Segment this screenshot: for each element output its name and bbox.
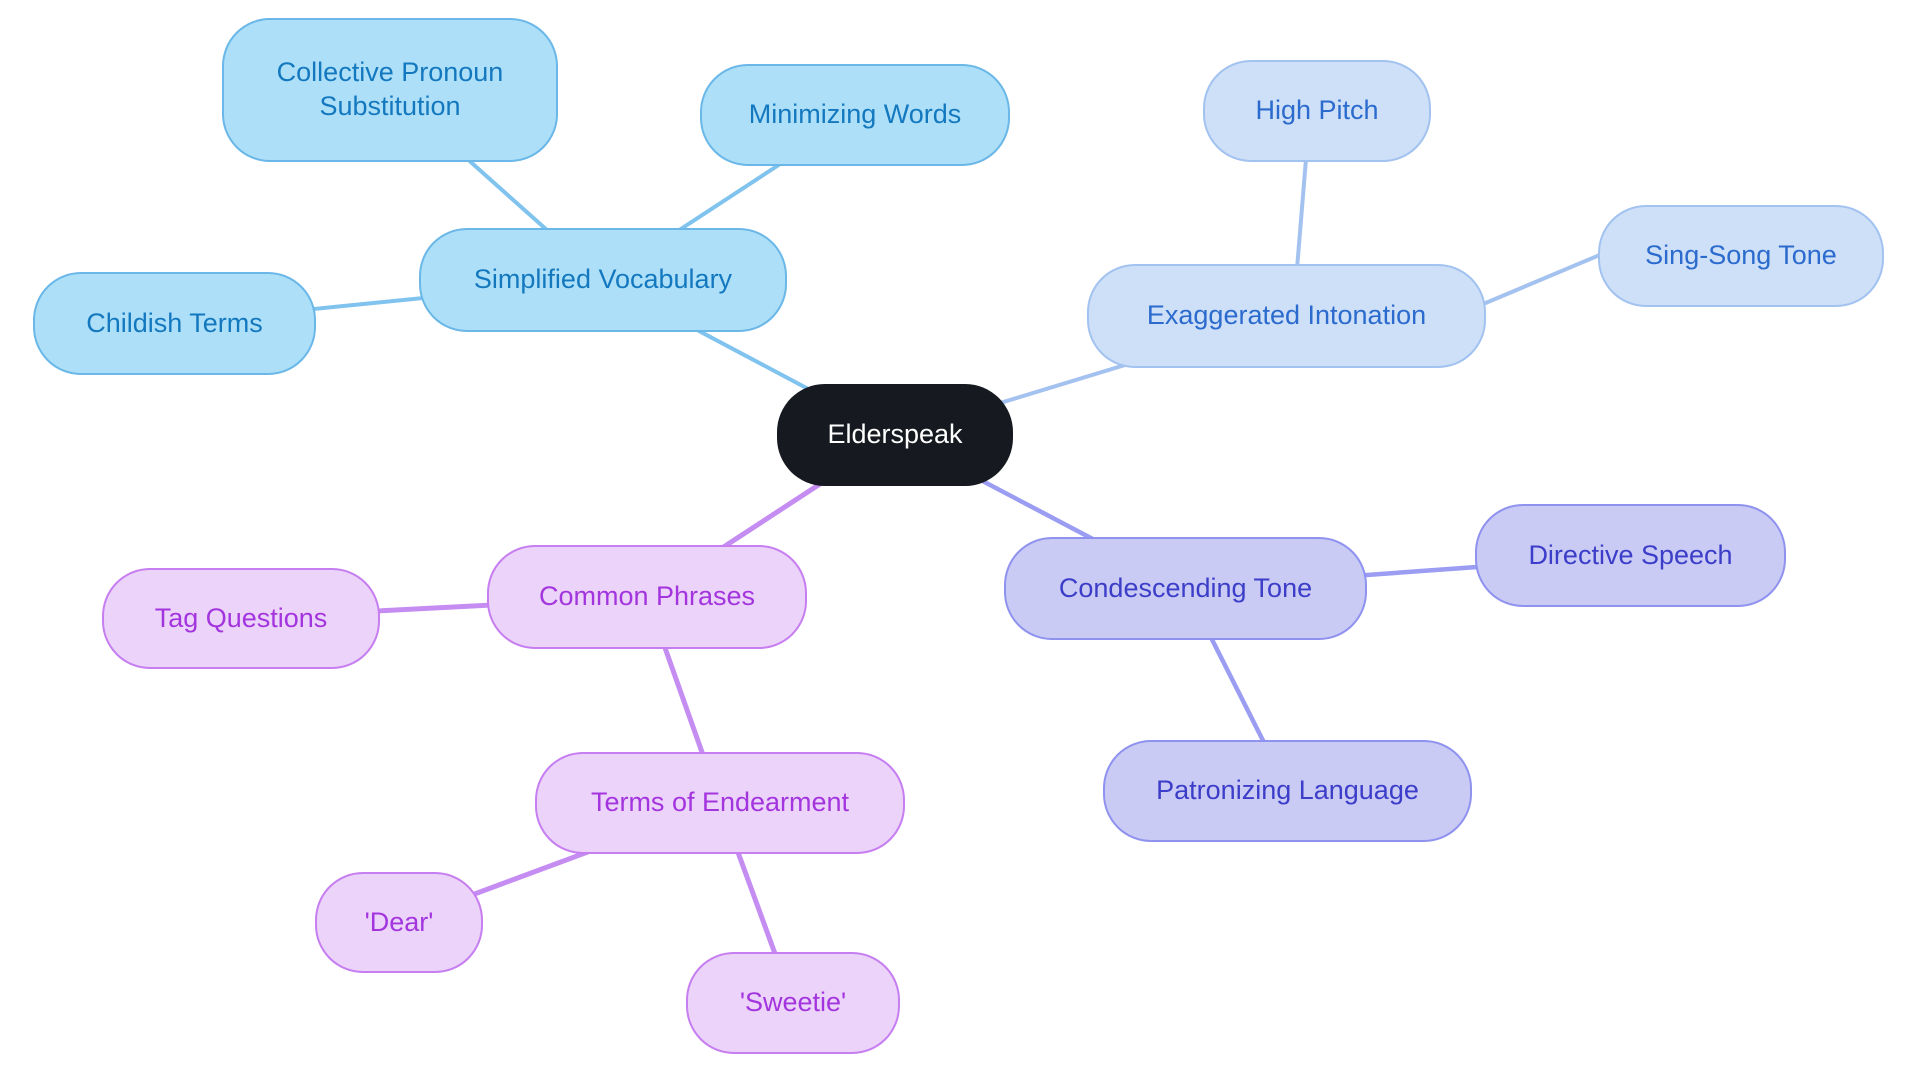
node-high-pitch[interactable]: High Pitch <box>1203 60 1431 162</box>
node-directive-speech[interactable]: Directive Speech <box>1475 504 1786 607</box>
node-tag-questions[interactable]: Tag Questions <box>102 568 380 669</box>
node-label: Common Phrases <box>538 581 756 612</box>
node-label: 'Dear' <box>364 906 434 937</box>
node-patronizing-language[interactable]: Patronizing Language <box>1103 740 1472 842</box>
node-label: Terms of Endearment <box>590 787 850 818</box>
node-condescending-tone[interactable]: Condescending Tone <box>1004 537 1367 640</box>
node-label: Tag Questions <box>154 602 328 633</box>
node-sweetie[interactable]: 'Sweetie' <box>686 952 900 1054</box>
node-label: Condescending Tone <box>1058 572 1313 603</box>
node-simplified-vocabulary[interactable]: Simplified Vocabulary <box>419 228 787 332</box>
node-label: Sing-Song Tone <box>1645 240 1837 271</box>
node-label: High Pitch <box>1255 95 1379 126</box>
node-minimizing-words[interactable]: Minimizing Words <box>700 64 1010 166</box>
node-label: Collective Pronoun Substitution <box>276 57 504 121</box>
node-sing-song-tone[interactable]: Sing-Song Tone <box>1598 205 1884 307</box>
node-label: Patronizing Language <box>1156 775 1419 806</box>
node-label: Childish Terms <box>86 307 263 338</box>
node-dear[interactable]: 'Dear' <box>315 872 483 973</box>
node-elderspeak-root[interactable]: Elderspeak <box>777 384 1013 486</box>
node-exaggerated-intonation[interactable]: Exaggerated Intonation <box>1087 264 1486 368</box>
node-collective-pronoun-substitution[interactable]: Collective Pronoun Substitution <box>222 18 558 162</box>
node-label: Directive Speech <box>1528 539 1733 570</box>
node-label: Exaggerated Intonation <box>1146 300 1427 331</box>
node-terms-of-endearment[interactable]: Terms of Endearment <box>535 752 905 854</box>
node-common-phrases[interactable]: Common Phrases <box>487 545 807 649</box>
node-label: 'Sweetie' <box>739 987 847 1018</box>
node-label: Elderspeak <box>827 419 963 450</box>
node-label: Minimizing Words <box>748 99 962 130</box>
node-childish-terms[interactable]: Childish Terms <box>33 272 316 375</box>
node-label: Simplified Vocabulary <box>473 264 733 295</box>
